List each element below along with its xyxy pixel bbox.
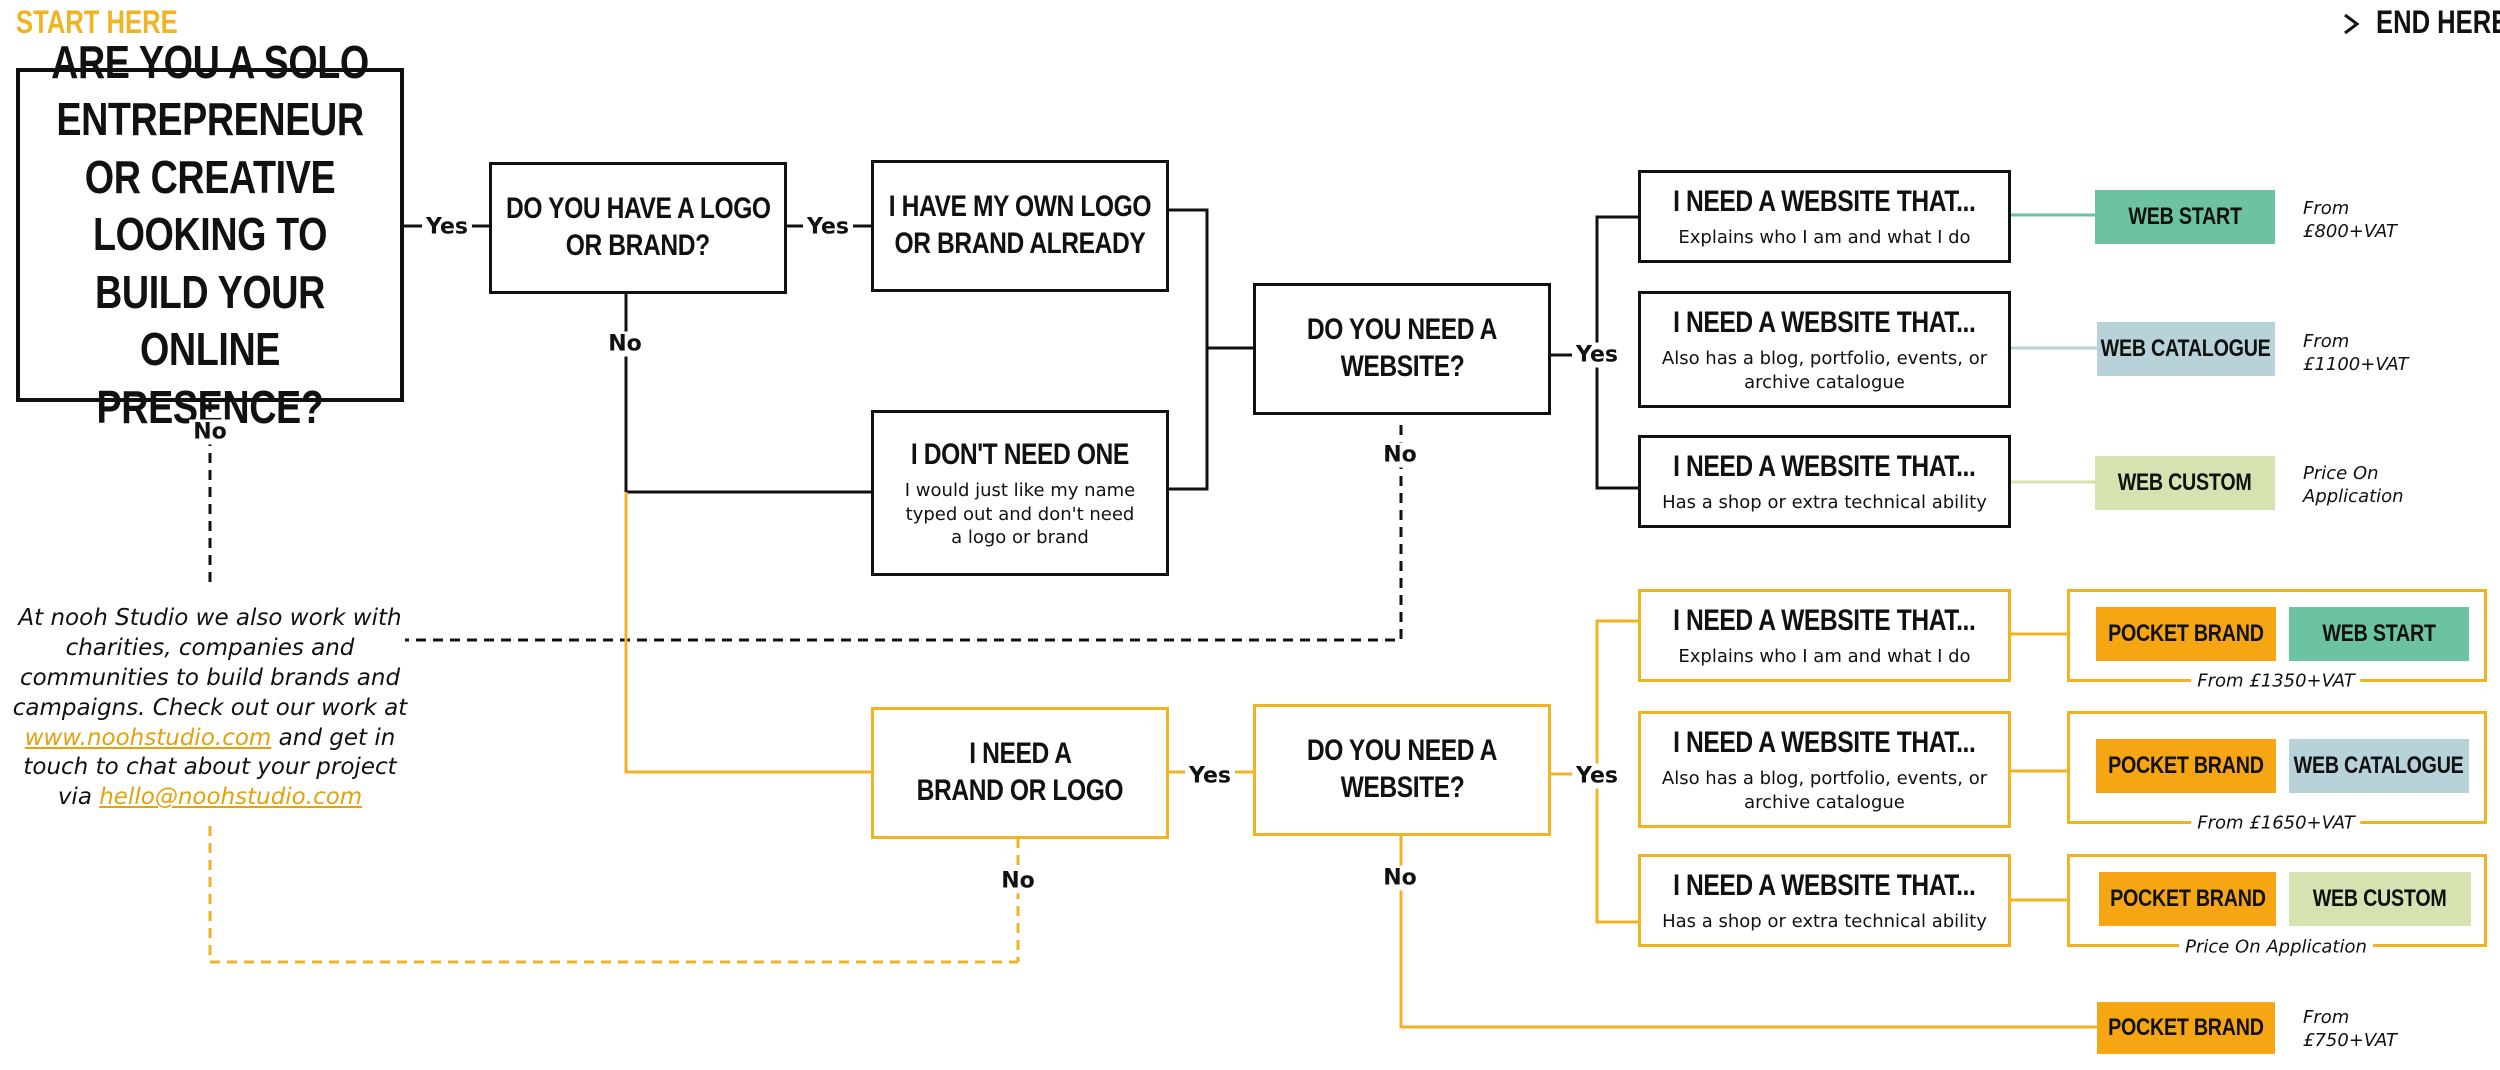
no-label: No <box>1379 442 1421 468</box>
option-website-custom-2: I NEED A WEBSITE THAT... Has a shop or e… <box>1638 854 2011 947</box>
need-brand-box: I NEED A BRAND OR LOGO <box>871 707 1169 839</box>
option-description: Also has a blog, portfolio, events, or a… <box>1661 768 1988 813</box>
option-title: I NEED A WEBSITE THAT... <box>1673 725 1976 759</box>
website-question-2-line1: DO YOU NEED A <box>1306 734 1498 768</box>
pocket-brand-price: From£750+VAT <box>2303 1006 2397 1053</box>
web-start-label: WEB START <box>2128 203 2242 230</box>
web-catalogue-tag: WEB CATALOGUE <box>2097 322 2275 376</box>
note-text: and get in touch to chat about your proj… <box>23 724 397 811</box>
option-title: I NEED A WEBSITE THAT... <box>1673 449 1976 483</box>
price-line: From <box>2303 331 2350 352</box>
website-question-2: DO YOU NEED A WEBSITE? <box>1253 704 1551 836</box>
combo-start-price: From £1350+VAT <box>2191 670 2361 692</box>
option-title: I NEED A WEBSITE THAT... <box>1673 603 1976 637</box>
website-question-line1: DO YOU NEED A <box>1306 313 1498 347</box>
logo-brand-question-line2: OR BRAND? <box>566 229 710 262</box>
dont-need-logo-box: I DON'T NEED ONE I would just like my na… <box>871 410 1169 576</box>
option-website-catalogue-2: I NEED A WEBSITE THAT... Also has a blog… <box>1638 711 2011 828</box>
email-link[interactable]: hello@noohstudio.com <box>99 784 363 811</box>
option-title: I NEED A WEBSITE THAT... <box>1673 184 1976 218</box>
logo-brand-question: DO YOU HAVE A LOGO OR BRAND? <box>489 162 787 294</box>
yes-label: Yes <box>1572 763 1622 789</box>
no-label: No <box>604 331 646 357</box>
dont-need-description: I would just like my name typed out and … <box>904 480 1136 548</box>
web-start-price: From£800+VAT <box>2303 197 2397 244</box>
no-label: No <box>997 868 1039 894</box>
web-custom-tag: WEB CUSTOM <box>2095 456 2275 510</box>
website-link[interactable]: www.noohstudio.com <box>24 724 272 751</box>
website-question-2-line2: WEBSITE? <box>1340 771 1464 804</box>
web-catalogue-label: WEB CATALOGUE <box>2101 335 2271 362</box>
option-website-basic-2: I NEED A WEBSITE THAT... Explains who I … <box>1638 589 2011 682</box>
solo-entrepreneur-question: ARE YOU A SOLO ENTREPRENEUR OR CREATIVE … <box>16 36 404 433</box>
price-line: £1100+VAT <box>2303 354 2409 376</box>
pocket-brand-tag: POCKET BRAND <box>2096 739 2276 793</box>
need-brand-line2: BRAND OR LOGO <box>916 774 1124 807</box>
price-line: £750+VAT <box>2303 1030 2397 1052</box>
price-line: Price On <box>2303 463 2379 484</box>
web-start-label: WEB START <box>2322 620 2436 647</box>
price-line: From <box>2303 1007 2350 1028</box>
start-here-label: START HERE <box>16 4 178 40</box>
pocket-brand-tag: POCKET BRAND <box>2099 872 2276 926</box>
web-start-tag: WEB START <box>2095 190 2275 244</box>
price-line: Application <box>2303 486 2404 508</box>
web-custom-label: WEB CUSTOM <box>2313 885 2447 912</box>
no-label: No <box>1379 865 1421 891</box>
header-arrow-head <box>2344 13 2360 35</box>
yes-label: Yes <box>803 214 853 240</box>
web-catalogue-label: WEB CATALOGUE <box>2294 752 2464 779</box>
price-line: From <box>2303 198 2350 219</box>
own-logo-box: I HAVE MY OWN LOGO OR BRAND ALREADY <box>871 160 1169 292</box>
yes-label: Yes <box>1572 342 1622 368</box>
option-description: Explains who I am and what I do <box>1678 646 1971 668</box>
need-brand-line1: I NEED A <box>968 737 1072 771</box>
option-website-basic: I NEED A WEBSITE THAT... Explains who I … <box>1638 170 2011 263</box>
no-label: No <box>189 419 231 445</box>
web-start-tag: WEB START <box>2289 607 2469 661</box>
combo-catalogue-price: From £1650+VAT <box>2191 812 2361 834</box>
pocket-brand-label: POCKET BRAND <box>2108 620 2264 647</box>
web-custom-label: WEB CUSTOM <box>2118 469 2252 496</box>
pocket-brand-tag: POCKET BRAND <box>2096 607 2276 661</box>
option-description: Explains who I am and what I do <box>1678 227 1971 249</box>
price-line: £800+VAT <box>2303 221 2397 243</box>
option-description: Also has a blog, portfolio, events, or a… <box>1661 348 1988 393</box>
option-title: I NEED A WEBSITE THAT... <box>1673 868 1976 902</box>
end-here-label: END HERE <box>2376 4 2500 40</box>
solo-entrepreneur-question-text: ARE YOU A SOLO ENTREPRENEUR OR CREATIVE … <box>51 35 369 433</box>
own-logo-line2: OR BRAND ALREADY <box>894 227 1146 260</box>
yes-label: Yes <box>1185 763 1235 789</box>
option-website-catalogue: I NEED A WEBSITE THAT... Also has a blog… <box>1638 291 2011 408</box>
pocket-brand-only-tag: POCKET BRAND <box>2097 1002 2275 1054</box>
option-description: Has a shop or extra technical ability <box>1662 492 1987 514</box>
pocket-brand-label: POCKET BRAND <box>2108 1014 2264 1041</box>
dont-need-title: I DON'T NEED ONE <box>911 437 1129 471</box>
studio-note: At nooh Studio we also work with chariti… <box>10 604 410 813</box>
option-description: Has a shop or extra technical ability <box>1662 911 1987 933</box>
web-catalogue-price: From£1100+VAT <box>2303 330 2408 377</box>
pocket-brand-label: POCKET BRAND <box>2108 752 2264 779</box>
combo-custom-price: Price On Application <box>2179 936 2373 958</box>
logo-brand-question-line1: DO YOU HAVE A LOGO <box>505 192 771 226</box>
web-custom-tag: WEB CUSTOM <box>2289 872 2471 926</box>
note-text: At nooh Studio we also work with chariti… <box>12 605 408 721</box>
web-catalogue-tag: WEB CATALOGUE <box>2289 739 2469 793</box>
website-question: DO YOU NEED A WEBSITE? <box>1253 283 1551 415</box>
website-question-line2: WEBSITE? <box>1340 350 1464 383</box>
option-title: I NEED A WEBSITE THAT... <box>1673 305 1976 339</box>
yes-label: Yes <box>422 214 472 240</box>
own-logo-line1: I HAVE MY OWN LOGO <box>888 190 1152 224</box>
pocket-brand-label: POCKET BRAND <box>2109 885 2266 912</box>
option-website-custom: I NEED A WEBSITE THAT... Has a shop or e… <box>1638 435 2011 528</box>
